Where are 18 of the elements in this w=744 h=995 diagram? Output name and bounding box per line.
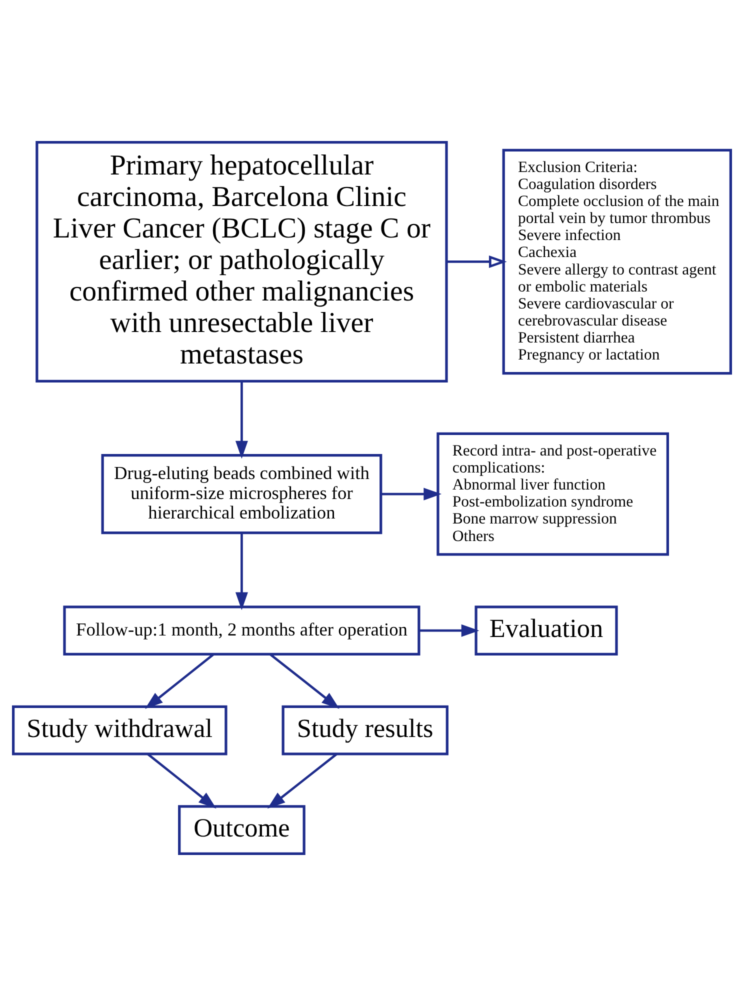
- arrow: [235, 380, 248, 458]
- node-box: Study results: [282, 704, 448, 755]
- arrow: [446, 254, 507, 268]
- node-box: Study withdrawal: [12, 704, 228, 755]
- node-box: Outcome: [178, 804, 306, 855]
- node-box: Follow-up:1 month, 2 months after operation: [63, 605, 420, 656]
- arrow: [235, 532, 248, 610]
- arrow: [267, 752, 338, 808]
- node-box: Primary hepatocellular carcinoma, Barcelona Clinic Liver Cancer (BCLC) stage C or earlier; or pathologically confirmed other malignancies with unresectable liver metastases: [36, 140, 448, 382]
- arrow: [418, 624, 480, 636]
- node-box: Exclusion Criteria: Coagulation disorders Complete occlusion of the main portal vein by tumor thrombus Severe infection Cachexia Severe allergy to contrast agent or embolic materials Severe cardiovascular or cerebrovascular disease Persistent diarrhea Pregnancy or lactation: [502, 148, 732, 374]
- arrow: [144, 653, 214, 708]
- arrow: [270, 653, 340, 708]
- node-box: Drug-eluting beads combined with uniform-size microspheres for hierarchical embolization: [101, 454, 382, 534]
- node-box: Record intra- and post-operative complications: Abnormal liver function Post-embolization syndrome Bone marrow suppression Others: [436, 432, 669, 556]
- arrow: [147, 752, 216, 808]
- arrow: [380, 487, 442, 500]
- node-box: Evaluation: [474, 605, 618, 656]
